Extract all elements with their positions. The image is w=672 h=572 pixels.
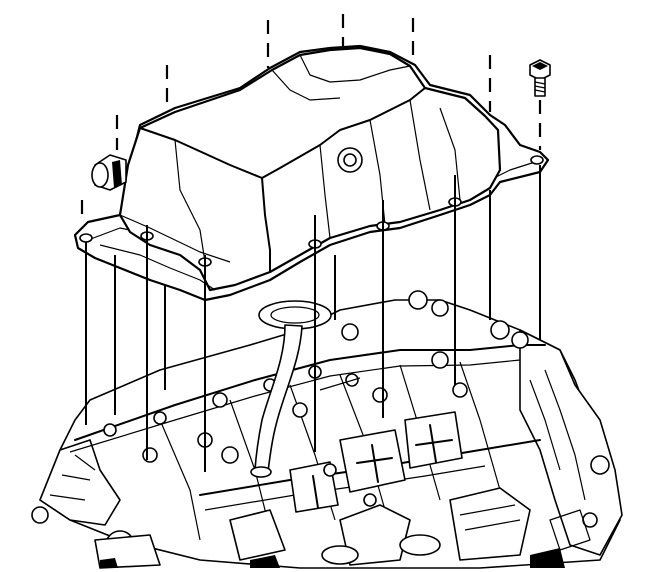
oil-pan [73, 44, 550, 302]
bolt-alignment-dashes-upper [80, 14, 492, 222]
deck-bolt-bosses [103, 290, 529, 507]
bolt-alignment-lines-lower [85, 100, 542, 472]
bearing-cap-center [339, 429, 406, 493]
bearing-cap-right [404, 411, 463, 469]
pan-boss-right [337, 147, 363, 173]
oil-pickup-tube [250, 300, 361, 478]
engine-block [31, 290, 623, 569]
oil-pan-bolt [529, 59, 551, 97]
oil-level-sensor-boss [91, 154, 127, 191]
